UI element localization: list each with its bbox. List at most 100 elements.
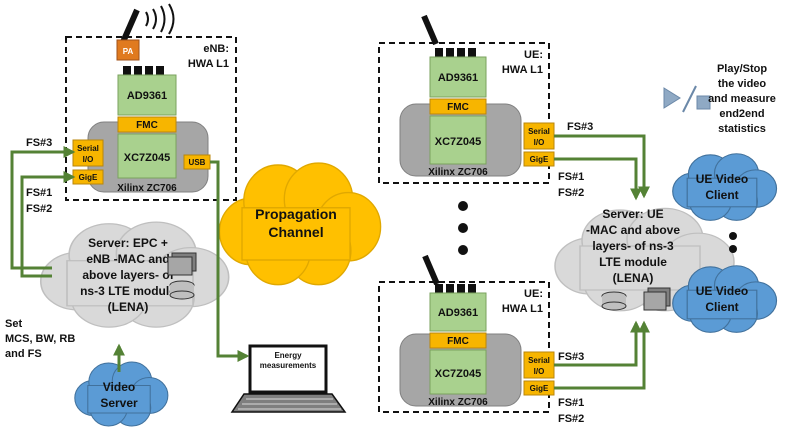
ue1-fmc: [429, 98, 487, 115]
set-params-line3: and FS: [5, 348, 42, 360]
video-server-line1: Video: [103, 380, 135, 394]
enb-fs3-link: [10, 146, 76, 270]
ue2-fmc: [429, 332, 487, 349]
enb-ad9361-label: AD9361: [127, 90, 167, 102]
server-ue-line4: LTE module: [599, 255, 667, 269]
set-params-line2: MCS, BW, RB: [5, 333, 75, 345]
enb-ad9361: [117, 74, 177, 116]
connection-lines: [10, 134, 650, 390]
usb-energy-link: [210, 160, 250, 362]
enb-usb-label: USB: [189, 158, 206, 167]
ue1-fmc-label: FMC: [447, 102, 469, 113]
ue1-board-label: Xilinx ZC706: [428, 167, 488, 178]
ellipsis-dots: [458, 201, 468, 255]
ue2-fpga-label: XC7Z045: [435, 368, 481, 380]
play-stop-icon: [663, 85, 711, 113]
play-stop-line2: the video: [718, 78, 767, 90]
ue-client2-cloud: UE Video Client: [672, 265, 778, 333]
video-server-cloud: Video Server: [74, 361, 169, 427]
enb-fs3-label: FS#3: [26, 137, 52, 149]
ue2-serial-line2: I/O: [534, 367, 545, 376]
ue2-gige-label: GigE: [530, 384, 549, 393]
enb-dashed-box: [65, 36, 237, 201]
server-ue-storage-icon: [601, 287, 671, 311]
enb-fpga-label: XC7Z045: [124, 152, 170, 164]
ue-client2-line1: UE Video: [696, 284, 748, 298]
enb-fs1-label: FS#1: [26, 187, 52, 199]
ue2-antenna-icon: [422, 254, 440, 286]
server-enb-storage-icon: [167, 252, 197, 300]
enb-fmc-label: FMC: [136, 120, 158, 131]
play-stop-line1: Play/Stop: [717, 63, 767, 75]
enb-title-line1: eNB:: [203, 43, 229, 55]
ue2-fpga: [429, 349, 487, 395]
ue2-fs3-link: [554, 320, 642, 367]
client-dots: [729, 232, 737, 253]
server-enb-line4: ns-3 LTE module: [80, 284, 176, 298]
ue1-fs3-label: FS#3: [567, 121, 593, 133]
ue1-gige-label: GigE: [530, 155, 549, 164]
enb-gige-label: GigE: [79, 173, 98, 182]
ue1-ad9361: [429, 56, 487, 98]
server-enb-cloud: Server: EPC + eNB -MAC and above layers-…: [39, 221, 230, 328]
ue2-fmc-label: FMC: [447, 336, 469, 347]
laptop-icon: Energy measurements: [230, 344, 347, 413]
ue2-ad9361-label: AD9361: [438, 307, 478, 319]
ue1-antenna-icon: [421, 14, 439, 46]
play-stop-line3: and measure: [708, 93, 776, 105]
ue-client1-cloud: UE Video Client: [672, 153, 778, 221]
enb-node: eNB: HWA L1 PA AD9361 FMC XC7Z045 Serial…: [65, 3, 237, 201]
enb-fs2-label: FS#2: [26, 203, 52, 215]
ue2-serial-line1: Serial: [528, 356, 550, 365]
ue1-dashed-box: [378, 42, 550, 184]
play-stop-line4: end2end: [719, 108, 764, 120]
play-stop-line5: statistics: [718, 123, 766, 135]
enb-serial-line1: Serial: [77, 144, 99, 153]
ue2-title-line1: UE:: [524, 288, 543, 300]
enb-fmc: [117, 116, 177, 133]
enb-chip-pins: [123, 66, 164, 75]
ue2-fs2-label: FS#2: [558, 413, 584, 425]
server-ue-line2: -MAC and above: [586, 223, 680, 237]
ue1-fpga: [429, 115, 487, 165]
server-enb-line2: eNB -MAC and: [86, 252, 169, 266]
ue-client1-line1: UE Video: [696, 172, 748, 186]
ue2-title-line2: HWA L1: [502, 303, 543, 315]
ue2-ad9361: [429, 292, 487, 332]
ue2-node: UE: HWA L1 AD9361 FMC XC7Z045 Serial I/O…: [378, 254, 555, 413]
ue1-chip-pins: [435, 48, 476, 57]
server-ue-line3: layers- of ns-3: [592, 239, 674, 253]
keyboard-keys: [238, 398, 341, 410]
video-server-line2: Server: [100, 396, 138, 410]
ue1-fs1-label: FS#1: [558, 171, 584, 183]
server-enb-line3: above layers- of: [82, 268, 174, 282]
server-ue-cloud: Server: UE -MAC and above layers- of ns-…: [554, 207, 735, 312]
ue2-dashed-box: [378, 281, 550, 413]
enb-fpga: [117, 133, 177, 179]
ue1-title-line1: UE:: [524, 49, 543, 61]
enb-pa: [116, 39, 140, 61]
propagation-line1: Propagation: [255, 206, 337, 222]
ue1-node: UE: HWA L1 AD9361 FMC XC7Z045 Serial I/O…: [378, 14, 555, 184]
ue1-fs3-link: [554, 134, 650, 199]
propagation-cloud: Propagation Channel: [218, 162, 382, 286]
server-ue-line1: Server: UE: [602, 207, 663, 221]
ue-client1-line2: Client: [705, 188, 738, 202]
ue2-fs12-link: [554, 320, 650, 390]
ue1-fs12-link: [554, 157, 642, 201]
set-params-line1: Set: [5, 318, 22, 330]
enb-title-line2: HWA L1: [188, 58, 229, 70]
ue2-board-label: Xilinx ZC706: [428, 397, 488, 408]
ue1-fpga-label: XC7Z045: [435, 136, 481, 148]
energy-line1: Energy: [274, 351, 302, 360]
enb-fs12-link: [20, 171, 76, 278]
propagation-line2: Channel: [268, 224, 323, 240]
ue1-title-line2: HWA L1: [502, 64, 543, 76]
enb-serial-line2: I/O: [83, 155, 94, 164]
server-enb-line5: (LENA): [108, 300, 149, 314]
enb-antenna-icon: [120, 8, 140, 44]
energy-line2: measurements: [260, 361, 317, 370]
ue2-chip-pins: [435, 284, 476, 293]
enb-pa-label: PA: [123, 47, 134, 56]
